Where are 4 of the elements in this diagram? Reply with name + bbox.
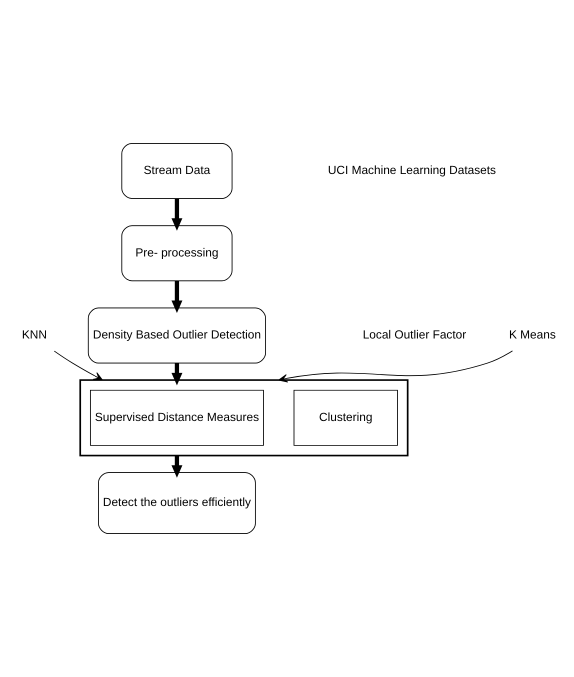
node-text: KNN (22, 328, 47, 342)
label: UCI Machine Learning Datasets (328, 163, 496, 178)
node-text: K Means (508, 328, 556, 342)
label: Local Outlier Factor (362, 328, 466, 342)
